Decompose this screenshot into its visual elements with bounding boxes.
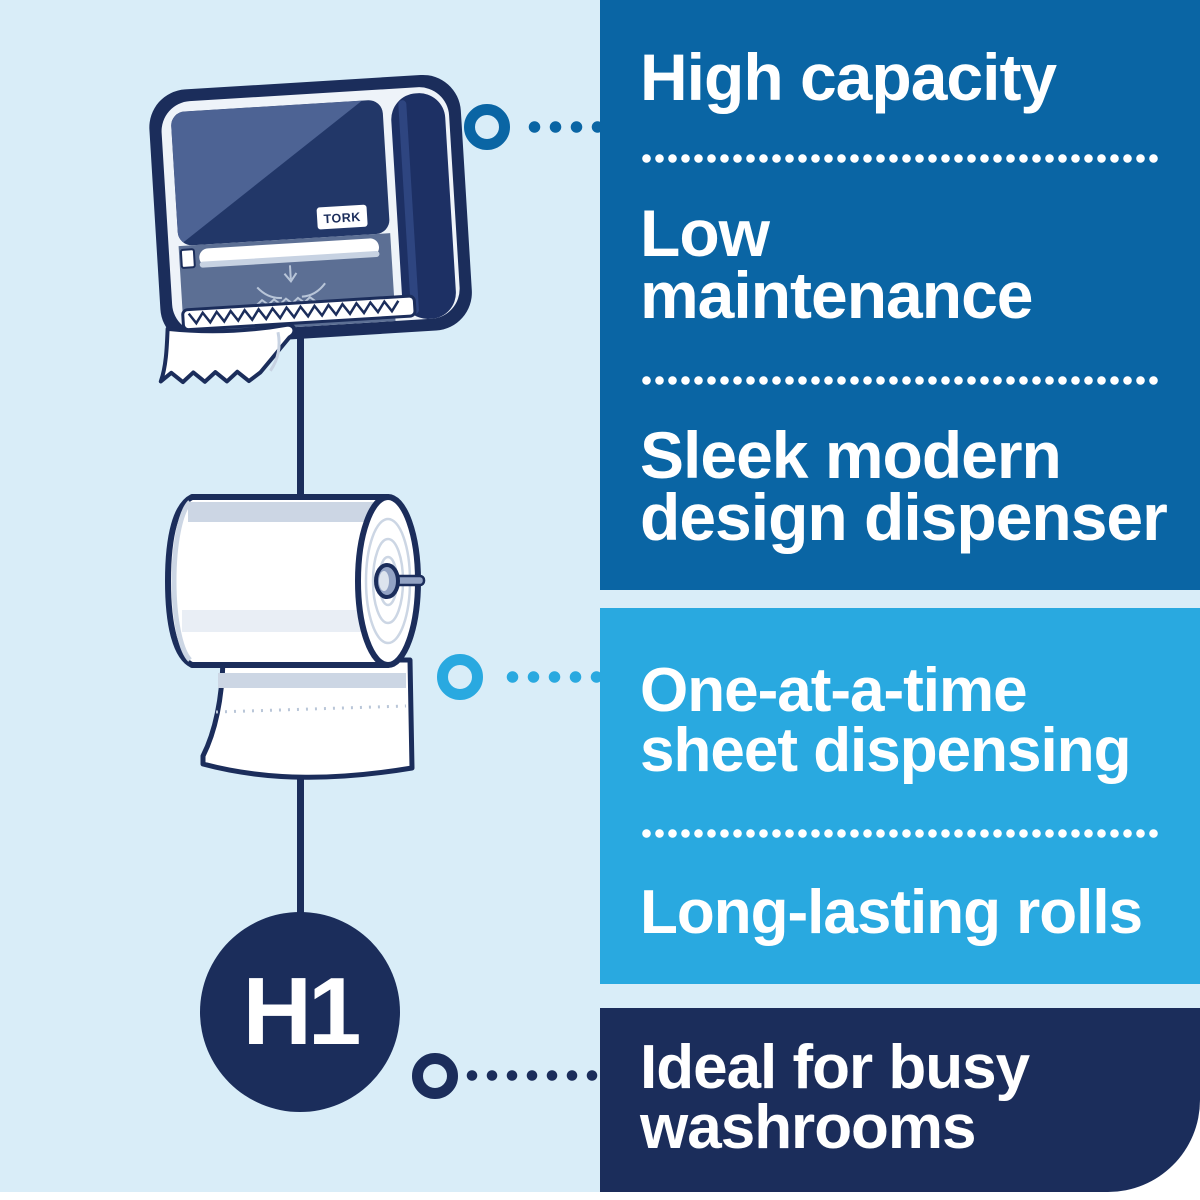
tork-logo-text: TORK <box>323 210 361 226</box>
roll-texture-band <box>182 610 386 632</box>
hanging-towel <box>158 322 297 385</box>
feature-sleek-design: Sleek modern design dispenser <box>640 418 1168 554</box>
feature-line: Ideal for busy <box>640 1033 1030 1102</box>
connector-dots-top <box>524 121 600 133</box>
vertical-connector-line-upper <box>297 333 304 501</box>
feature-line: Low <box>640 196 770 270</box>
roll-core-face <box>379 571 389 591</box>
feature-long-lasting: Long-lasting rolls <box>640 878 1143 947</box>
feature-panel-middle <box>600 608 1200 984</box>
feature-busy-washrooms: Ideal for busy washrooms <box>640 1033 1030 1162</box>
feature-high-capacity: High capacity <box>640 40 1057 114</box>
feature-line: Sleek modern <box>640 418 1062 492</box>
roll-left-shading <box>171 500 192 662</box>
slot-shadow <box>199 251 380 268</box>
hanging-sheet <box>200 657 415 780</box>
connector-ring-bottom <box>412 1053 458 1099</box>
connector-dots-middle <box>502 671 600 683</box>
connector-dots-bottom <box>462 1070 600 1081</box>
h1-badge-label: H1 <box>242 958 362 1065</box>
feature-line: washrooms <box>640 1093 977 1162</box>
dotted-divider-2 <box>640 376 1162 385</box>
connector-ring-top <box>464 104 510 150</box>
vertical-connector-line-lower <box>297 770 304 915</box>
feature-one-at-a-time: One-at-a-time sheet dispensing <box>640 656 1131 785</box>
roll-top-band <box>188 502 386 522</box>
feature-line: Long-lasting rolls <box>640 878 1143 947</box>
feature-low-maintenance: Low maintenance <box>640 196 1033 332</box>
slot-button <box>179 248 196 269</box>
tear-teeth <box>187 299 400 326</box>
feature-line: maintenance <box>640 258 1033 332</box>
paper-roll-illustration <box>165 494 426 780</box>
dotted-divider-1 <box>640 154 1162 163</box>
feature-line: High capacity <box>640 40 1057 114</box>
feature-panel-top <box>600 0 1200 590</box>
dispenser-illustration: TORK <box>149 74 472 385</box>
feature-line: sheet dispensing <box>640 716 1131 785</box>
feature-panel-bottom <box>600 1008 1200 1192</box>
towel-fold-line <box>269 331 281 372</box>
tork-label-plate <box>316 204 368 230</box>
h1-badge: H1 <box>200 912 400 1112</box>
window-reflection <box>170 100 363 247</box>
hands-icon <box>255 265 326 307</box>
feature-line: One-at-a-time <box>640 656 1028 725</box>
dotted-divider-3 <box>640 829 1162 838</box>
sheet-shadow-band <box>218 673 406 688</box>
connector-ring-middle <box>437 654 483 700</box>
side-highlight <box>398 100 419 314</box>
feature-line: design dispenser <box>640 480 1168 554</box>
